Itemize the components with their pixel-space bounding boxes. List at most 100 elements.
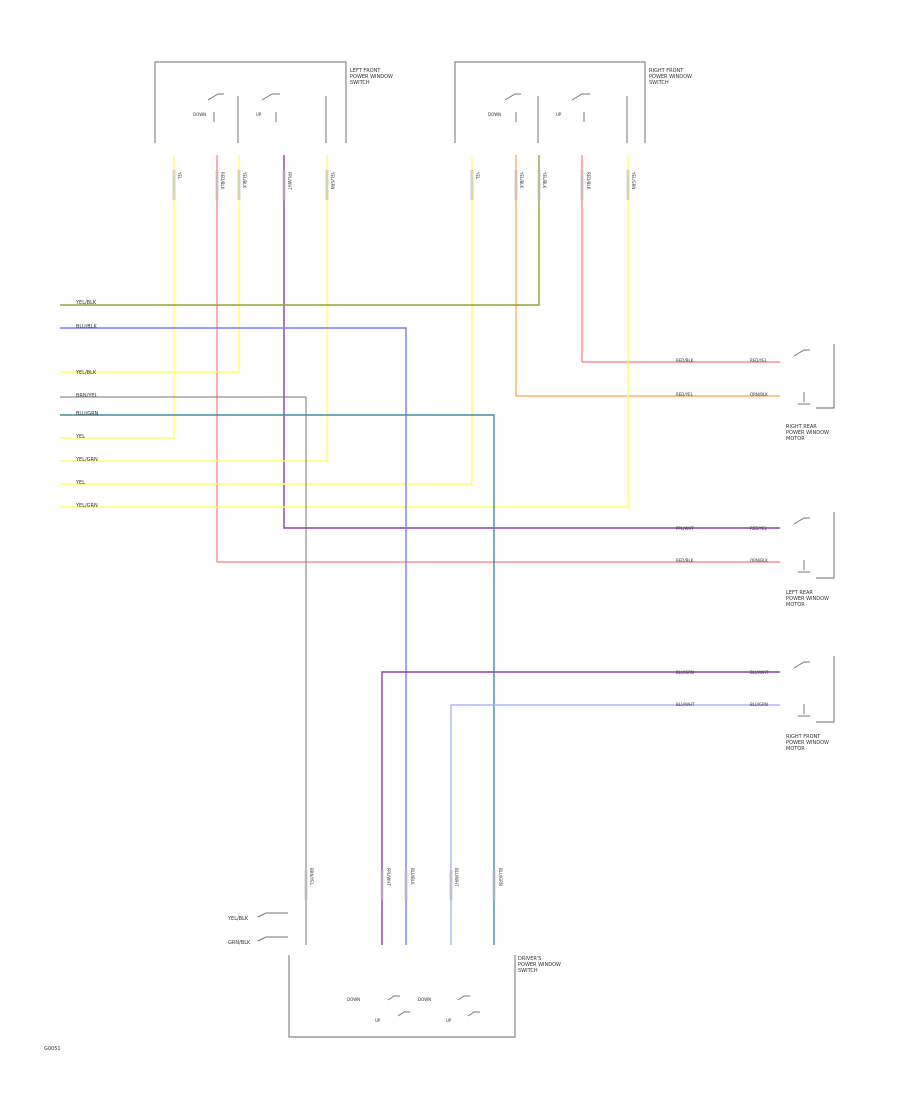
rr-lead-label-2: RED/YEL — [750, 358, 768, 363]
master-switch-label-1: DRIVER'S — [518, 956, 541, 962]
lf-switch-contact-up: UP — [256, 112, 262, 117]
rr-motor-lead-labels: RED/BLK RED/YEL RED/YEL ORN/BLK — [676, 358, 768, 397]
figure-id: G0051 — [44, 1046, 61, 1052]
rr-lead-label-3: RED/YEL — [676, 392, 694, 397]
rf-wire-label-1: YEL — [475, 171, 480, 180]
rf-motor-symbol — [793, 661, 810, 717]
master-contacts — [387, 995, 480, 1017]
master-side-leads — [257, 912, 288, 942]
master-side-label-2: GRN/BLK — [228, 940, 251, 946]
master-contact-down-2: DOWN — [418, 997, 431, 1002]
lr-motor-box — [816, 512, 835, 579]
master-switch-label-2: POWER WINDOW — [518, 962, 561, 968]
rr-motor-label-1: RIGHT REAR — [786, 424, 817, 430]
wire-rf-yelblk1 — [515, 155, 780, 397]
wires — [60, 155, 780, 945]
wire-lf-ppl — [283, 155, 780, 529]
master-contact-down-1: DOWN — [347, 997, 360, 1002]
wire-brnyel — [60, 396, 307, 945]
lr-motor-label-2: POWER WINDOW — [786, 596, 829, 602]
lf-wire-label-1: YEL — [177, 171, 182, 180]
lf-wire-label-4: PPL/WHT — [287, 172, 292, 190]
wire-lf-red — [216, 155, 780, 563]
wire-rf-yel — [60, 155, 473, 485]
wire-rf-red — [581, 155, 780, 363]
lr-lead-label-2: RED/YEL — [750, 526, 768, 531]
master-wire-label-3: BLU/BLK — [410, 868, 415, 885]
master-wire-label-5: BLU/GRN — [498, 868, 503, 886]
lf-connector-labels: YEL RED/BLK YEL/BLK PPL/WHT YEL/GRN — [177, 171, 335, 190]
left-front-switch: LEFT FRONT POWER WINDOW SWITCH DOWN UP — [154, 61, 393, 143]
connector-terminal-6 — [470, 170, 474, 200]
rf-wire-label-2: YEL/BLK — [519, 171, 524, 189]
rf-lead-label-3: BLU/WHT — [676, 702, 695, 707]
right-front-motor: RIGHT FRONT POWER WINDOW MOTOR — [786, 656, 835, 752]
wire-rf-yelblk2 — [60, 155, 540, 306]
lf-wire-label-3: YEL/BLK — [242, 171, 247, 189]
master-side-label-1: YEL/BLK — [227, 916, 249, 922]
rf-lead-label-1: BLU/GRN — [676, 670, 694, 675]
wire-lf-yelgrn — [60, 155, 328, 462]
bus-label-1: YEL/BLK — [75, 300, 97, 306]
rr-motor-box — [816, 344, 835, 409]
rr-motor-symbol — [793, 349, 810, 405]
master-wire-label-2: PPL/WHT — [386, 868, 391, 886]
rf-switch-contact-down: DOWN — [488, 112, 501, 117]
wire-lf-yel — [60, 155, 175, 439]
right-front-switch: RIGHT FRONT POWER WINDOW SWITCH DOWN UP — [454, 61, 692, 143]
wire-rf-yelgrn — [60, 155, 629, 508]
connector-terminal-14 — [449, 870, 453, 900]
bus-label-7: YEL/GRN — [75, 457, 98, 463]
connector-terminal-8 — [537, 170, 541, 200]
rf-motor-label-2: POWER WINDOW — [786, 740, 829, 746]
rf-wire-label-5: YEL/GRN — [631, 171, 636, 189]
lr-lead-label-3: RED/BLK — [676, 558, 694, 563]
bus-label-6: YEL — [75, 434, 85, 440]
rr-motor-label-2: POWER WINDOW — [786, 430, 829, 436]
lf-wire-label-5: YEL/GRN — [330, 171, 335, 189]
master-contact-up-2: UP — [446, 1018, 452, 1023]
rf-switch-label-2: POWER WINDOW — [649, 74, 692, 80]
rf-wire-label-4: RED/BLK — [586, 172, 591, 190]
left-front-switch-box — [154, 61, 347, 143]
connector-terminal-3 — [237, 170, 241, 200]
lr-motor-symbol — [793, 517, 810, 573]
master-switch-label-3: SWITCH — [518, 968, 538, 974]
wire-rf-mot-blu — [450, 704, 780, 945]
lf-switch-contact-down: DOWN — [193, 112, 206, 117]
drivers-master-switch: DRIVER'S POWER WINDOW SWITCH YEL/BLK GRN… — [227, 912, 561, 1038]
bus-label-5: BLU/GRN — [76, 411, 99, 417]
connector-terminal-1 — [172, 170, 176, 200]
connector-terminal-10 — [626, 170, 630, 200]
lf-switch-contacts — [207, 93, 280, 122]
lf-switch-label-1: LEFT FRONT — [350, 68, 381, 74]
rf-motor-lead-labels: BLU/GRN BLU/WHT BLU/WHT BLU/GRN — [676, 670, 769, 707]
wire-blublk — [60, 327, 407, 945]
rr-lead-label-1: RED/BLK — [676, 358, 694, 363]
lf-switch-label-2: POWER WINDOW — [350, 74, 393, 80]
lf-wire-label-2: RED/BLK — [220, 172, 225, 190]
lr-lead-label-4: ORN/BLK — [750, 558, 768, 563]
master-wire-label-4: BLU/WHT — [454, 868, 459, 887]
rf-motor-box — [816, 656, 835, 723]
rf-motor-label-3: MOTOR — [786, 746, 805, 752]
connector-terminal-9 — [580, 170, 584, 200]
rf-lead-label-4: BLU/GRN — [750, 702, 768, 707]
rf-lead-label-2: BLU/WHT — [750, 670, 769, 675]
rr-motor-label-3: MOTOR — [786, 436, 805, 442]
rf-switch-label-1: RIGHT FRONT — [649, 68, 684, 74]
wire-lf-yelblk — [60, 155, 240, 373]
bus-label-2: BLU/BLK — [76, 324, 98, 330]
rf-connector-labels: YEL YEL/BLK YEL/BLK RED/BLK YEL/GRN — [475, 171, 636, 190]
connector-terminal-13 — [404, 870, 408, 900]
lr-lead-label-1: PPL/WHT — [676, 526, 694, 531]
connector-terminal-12 — [380, 870, 384, 900]
connector-terminal-7 — [514, 170, 518, 200]
master-wire-label-1: BRN/YEL — [309, 868, 314, 886]
left-rear-motor: LEFT REAR POWER WINDOW MOTOR — [786, 512, 835, 608]
master-switch-box — [288, 955, 516, 1038]
bus-label-4: BRN/YEL — [76, 393, 98, 399]
connector-terminal-4 — [282, 170, 286, 200]
master-contact-up-1: UP — [375, 1018, 381, 1023]
